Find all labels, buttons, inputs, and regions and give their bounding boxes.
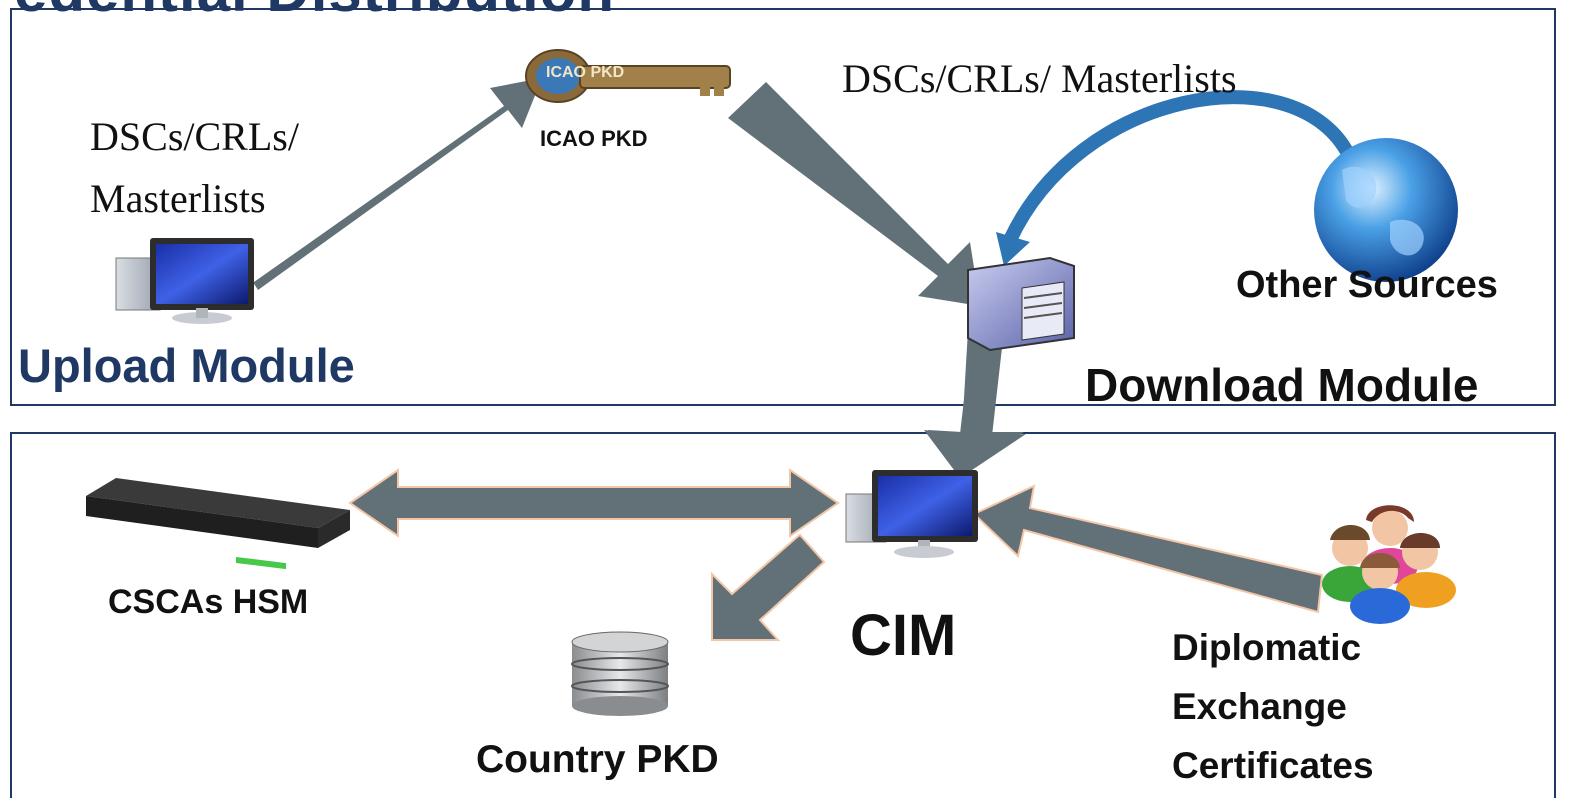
download-flow-text: DSCs/CRLs/ Masterlists bbox=[842, 56, 1237, 101]
arrow-hsm-cim bbox=[348, 468, 840, 538]
page-title: edential Distribution bbox=[14, 0, 615, 25]
icao-pkd-label: ICAO PKD bbox=[540, 126, 648, 151]
arrow-icao-to-download bbox=[728, 82, 980, 306]
diplomatic-label-line2: Exchange bbox=[1172, 686, 1347, 727]
diplomatic-label-line1: Diplomatic bbox=[1172, 627, 1362, 668]
cscas-hsm-label: CSCAs HSM bbox=[108, 583, 309, 621]
cim-frame bbox=[10, 432, 1556, 798]
upload-module-label: Upload Module bbox=[18, 339, 355, 392]
people-group-icon bbox=[1322, 505, 1456, 624]
database-icon bbox=[571, 631, 669, 716]
cim-computer-icon bbox=[845, 470, 978, 558]
upload-flow-text-line2: Masterlists bbox=[90, 176, 266, 221]
diplomatic-label-line3: Certificates bbox=[1172, 745, 1374, 786]
curve-other-sources-arrow bbox=[1003, 90, 1353, 247]
icao-pkd-logo-icon bbox=[525, 49, 731, 103]
other-sources-label: Other Sources bbox=[1236, 264, 1498, 306]
upload-download-frame bbox=[10, 8, 1556, 406]
arrow-upload-to-icao bbox=[240, 78, 542, 290]
download-server-icon bbox=[967, 256, 1075, 352]
upload-computer-icon bbox=[115, 238, 254, 324]
arrow-diplomatic-to-cim bbox=[972, 484, 1324, 614]
country-pkd-label: Country PKD bbox=[476, 738, 719, 781]
icao-logo-text: ICAO PKD bbox=[546, 64, 625, 81]
upload-flow-text-line1: DSCs/CRLs/ bbox=[90, 114, 299, 159]
hsm-device-icon bbox=[86, 478, 350, 570]
download-module-label: Download Module bbox=[1085, 359, 1479, 411]
cim-label: CIM bbox=[850, 603, 957, 668]
globe-icon bbox=[1314, 138, 1458, 282]
arrow-cim-to-country-pkd bbox=[711, 533, 826, 641]
